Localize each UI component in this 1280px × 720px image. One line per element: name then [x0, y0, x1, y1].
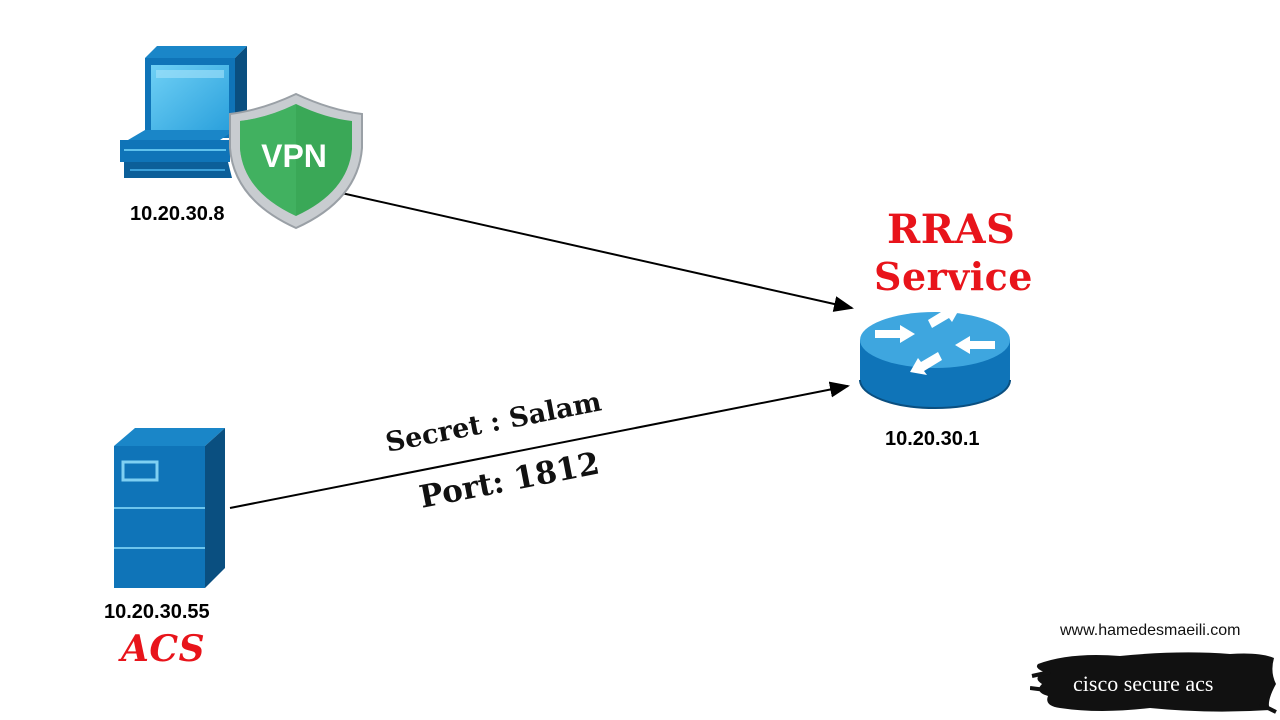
- vpn-badge-text: VPN: [261, 138, 327, 174]
- vpn-client-ip: 10.20.30.8: [130, 203, 225, 225]
- rras-title-line2: Service: [874, 254, 1033, 299]
- router-icon: [859, 305, 1011, 409]
- acs-server-ip: 10.20.30.55: [104, 601, 210, 623]
- computer-icon: [120, 46, 247, 178]
- vpn-shield-icon: VPN: [229, 92, 363, 230]
- acs-title: ACS: [121, 628, 206, 670]
- rras-title-line1: RRAS: [887, 206, 1016, 253]
- rras-router-ip: 10.20.30.1: [885, 428, 980, 450]
- server-icon: [114, 428, 225, 588]
- link-vpn-to-rras: [336, 191, 854, 312]
- link-acs-to-rras: [229, 381, 850, 509]
- brush-stroke-banner: [1030, 652, 1277, 714]
- website-url: www.hamedesmaeili.com: [1060, 622, 1241, 639]
- caption-text: cisco secure acs: [1073, 671, 1214, 696]
